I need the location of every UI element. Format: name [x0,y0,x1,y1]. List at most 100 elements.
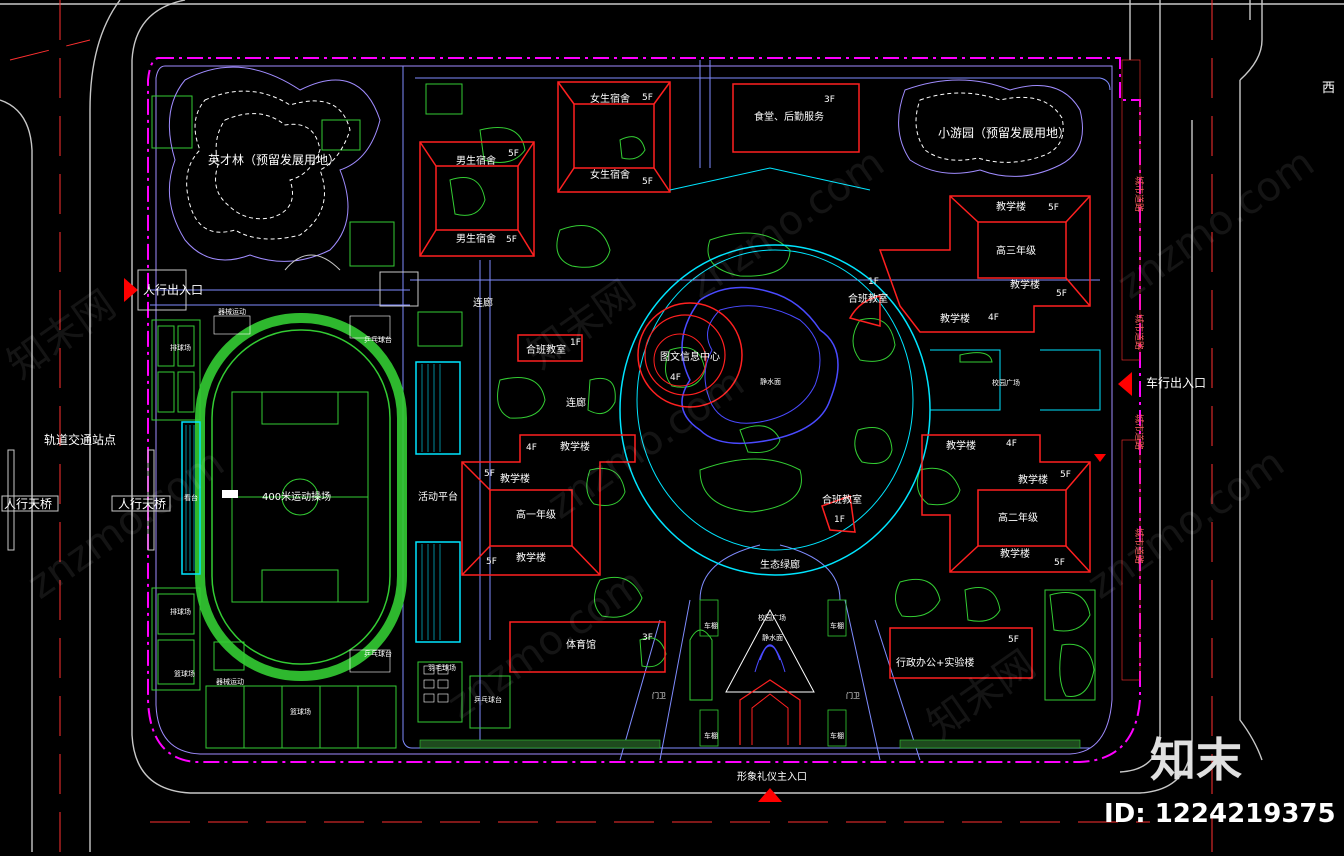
main-entrance-label: 形象礼仪主入口 [737,770,807,783]
volleyball-label: 排球场 [170,343,191,352]
edge-char: 西 [1322,81,1335,96]
fitness-label: 器械运动 [216,677,244,686]
grade2-teaching-bottom-floor: 5F [1054,558,1065,568]
grade3-teaching-bottom-floor: 4F [988,313,999,323]
corridor-top-label: 连廊 [473,296,493,309]
vehicle-entrance-label: 车行出入口 [1146,375,1206,390]
footbridge-mid-label: 人行天桥 [118,497,166,511]
track-field-label: 400米运动操场 [262,490,331,503]
corridor-mid-label: 连廊 [566,396,586,409]
grade3-label: 高三年级 [996,244,1036,257]
grade3-teaching-top-floor: 5F [1048,203,1059,213]
grade1-teaching-left: 教学楼 [500,472,530,485]
grade3-teaching-bottom: 教学楼 [940,312,970,325]
watermark: znzmo.com [1079,440,1292,609]
male-dorm-a-floor: 5F [508,149,519,159]
combined-classroom-b-label: 合班教室 [848,292,888,305]
grade1-teaching-top-floor: 4F [526,443,537,453]
admin-floor: 5F [1008,635,1019,645]
admin-label: 行政办公+实验楼 [896,656,974,669]
gate-house-label: 门卫 [652,691,666,700]
library-building [637,302,743,408]
volleyball-label: 排球场 [170,607,191,616]
footbridge [1,449,171,551]
activity-platform-label: 活动平台 [418,490,458,503]
grade2-teaching-right: 教学楼 [1018,473,1048,486]
female-dorm-b-floor: 5F [642,177,653,187]
grade2-teaching-bottom: 教学楼 [1000,547,1030,560]
male-dorm-b-floor: 5F [506,235,517,245]
badminton-label: 羽毛球场 [428,663,456,672]
grade3-teaching-right: 教学楼 [1010,278,1040,291]
pingpong-label: 乒乓球台 [474,695,502,704]
main-entrance-axis [725,608,815,745]
female-dorm-a-floor: 5F [642,93,653,103]
watermark-cn: 知末网 [0,282,124,389]
city-road-label: 城市道路 [1133,414,1145,450]
still-water-label: 静水面 [760,377,781,386]
main-entrance-arrow [758,788,782,802]
grade1-label: 高一年级 [516,508,556,521]
inner-boundary [155,65,1113,755]
grade2-teaching-top-floor: 4F [1006,439,1017,449]
female-dorm-b-label: 女生宿舍 [590,168,630,181]
vehicle-entrance-arrow [1118,372,1132,396]
male-dorm-b-label: 男生宿舍 [456,232,496,245]
footbridge-left-label: 人行天桥 [4,497,52,511]
labels: 英才林（预留发展用地） 小游园（预留发展用地） 人行出入口 车行出入口 形象礼仪… [4,81,1335,783]
city-road-label: 城市道路 [1133,528,1145,564]
campus-plaza-right-label: 校园广场 [992,378,1020,387]
male-dorm-a-label: 男生宿舍 [456,154,496,167]
site-boundary [147,57,1141,763]
stands-label: 看台 [184,493,198,502]
pedestrian-entrance-label: 人行出入口 [143,283,203,297]
talent-forest-label: 英才林（预留发展用地） [208,152,340,167]
gym-floor: 3F [642,633,653,643]
road-centerlines [9,0,1213,852]
bike-shed-label: 车棚 [830,731,844,740]
campus-roads [150,60,1111,761]
gate-house-label: 门卫 [846,691,860,700]
rail-station-label: 轨道交通站点 [44,432,116,447]
bike-shed-label: 车棚 [704,731,718,740]
fitness-label: 器械运动 [218,307,246,316]
combined-classroom-c-label: 合班教室 [822,493,862,506]
grade1-teaching-bottom-floor: 5F [486,557,497,567]
sports-zone [151,83,511,749]
small-garden [898,79,1083,177]
bike-arrow [1094,454,1106,462]
grade3-teaching-right-floor: 5F [1056,289,1067,299]
corridors [669,167,1101,411]
talent-forest [168,66,381,262]
campus-plaza-bottom-label: 校园广场 [758,613,786,622]
basketball-label: 篮球场 [290,707,311,716]
central-ring [619,244,931,576]
watermark: znzmo.com [1109,140,1322,309]
pedestrian-entrance-arrow [124,278,138,302]
grade2-teaching-right-floor: 5F [1060,470,1071,480]
still-water-bottom-label: 静水面 [762,633,783,642]
perimeter-hedges [419,59,1141,749]
combined-classroom-a-floor: 1F [570,338,581,348]
female-dorm-a-label: 女生宿舍 [590,92,630,105]
pingpong-label: 乒乓球台 [364,335,392,344]
city-road-label: 城市道路 [1133,176,1145,212]
eco-corridor-label: 生态绿廊 [760,558,800,571]
buildings [419,81,1091,679]
library-floor: 4F [670,373,681,383]
grade1-teaching-top: 教学楼 [560,440,590,453]
parking-grids [699,599,847,747]
grade2-teaching-top: 教学楼 [946,439,976,452]
bike-shed-label: 车棚 [830,621,844,630]
canteen-label: 食堂、后勤服务 [754,110,824,123]
gym-label: 体育馆 [566,638,596,651]
grade2-label: 高二年级 [998,511,1038,524]
combined-classroom-a-label: 合班教室 [526,343,566,356]
pedestrian-gate [137,254,419,311]
pingpong-label: 乒乓球台 [364,649,392,658]
grade3-teaching-top: 教学楼 [996,200,1026,213]
small-garden-label: 小游园（预留发展用地） [938,125,1070,140]
